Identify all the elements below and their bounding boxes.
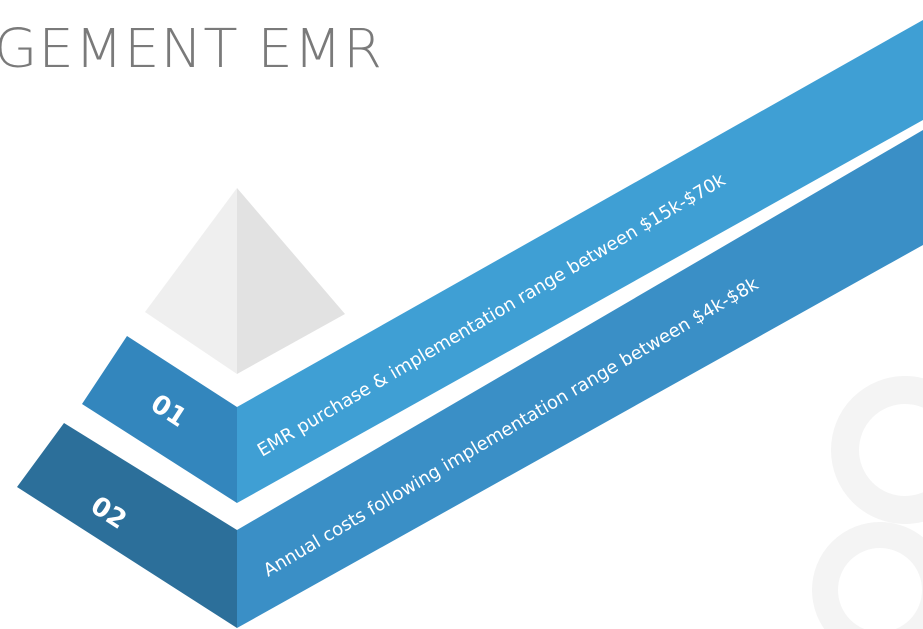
tier-1-side-face [82,336,237,503]
tier-1-band [237,20,923,503]
slide-title: GEMENT EMR [0,18,383,81]
tier-2-band [237,130,923,628]
pyramid-apex-right-face [237,188,345,374]
pyramid-apex-left-face [145,188,237,374]
watermark-logo [812,376,923,629]
tier-2-side-face [17,423,237,628]
